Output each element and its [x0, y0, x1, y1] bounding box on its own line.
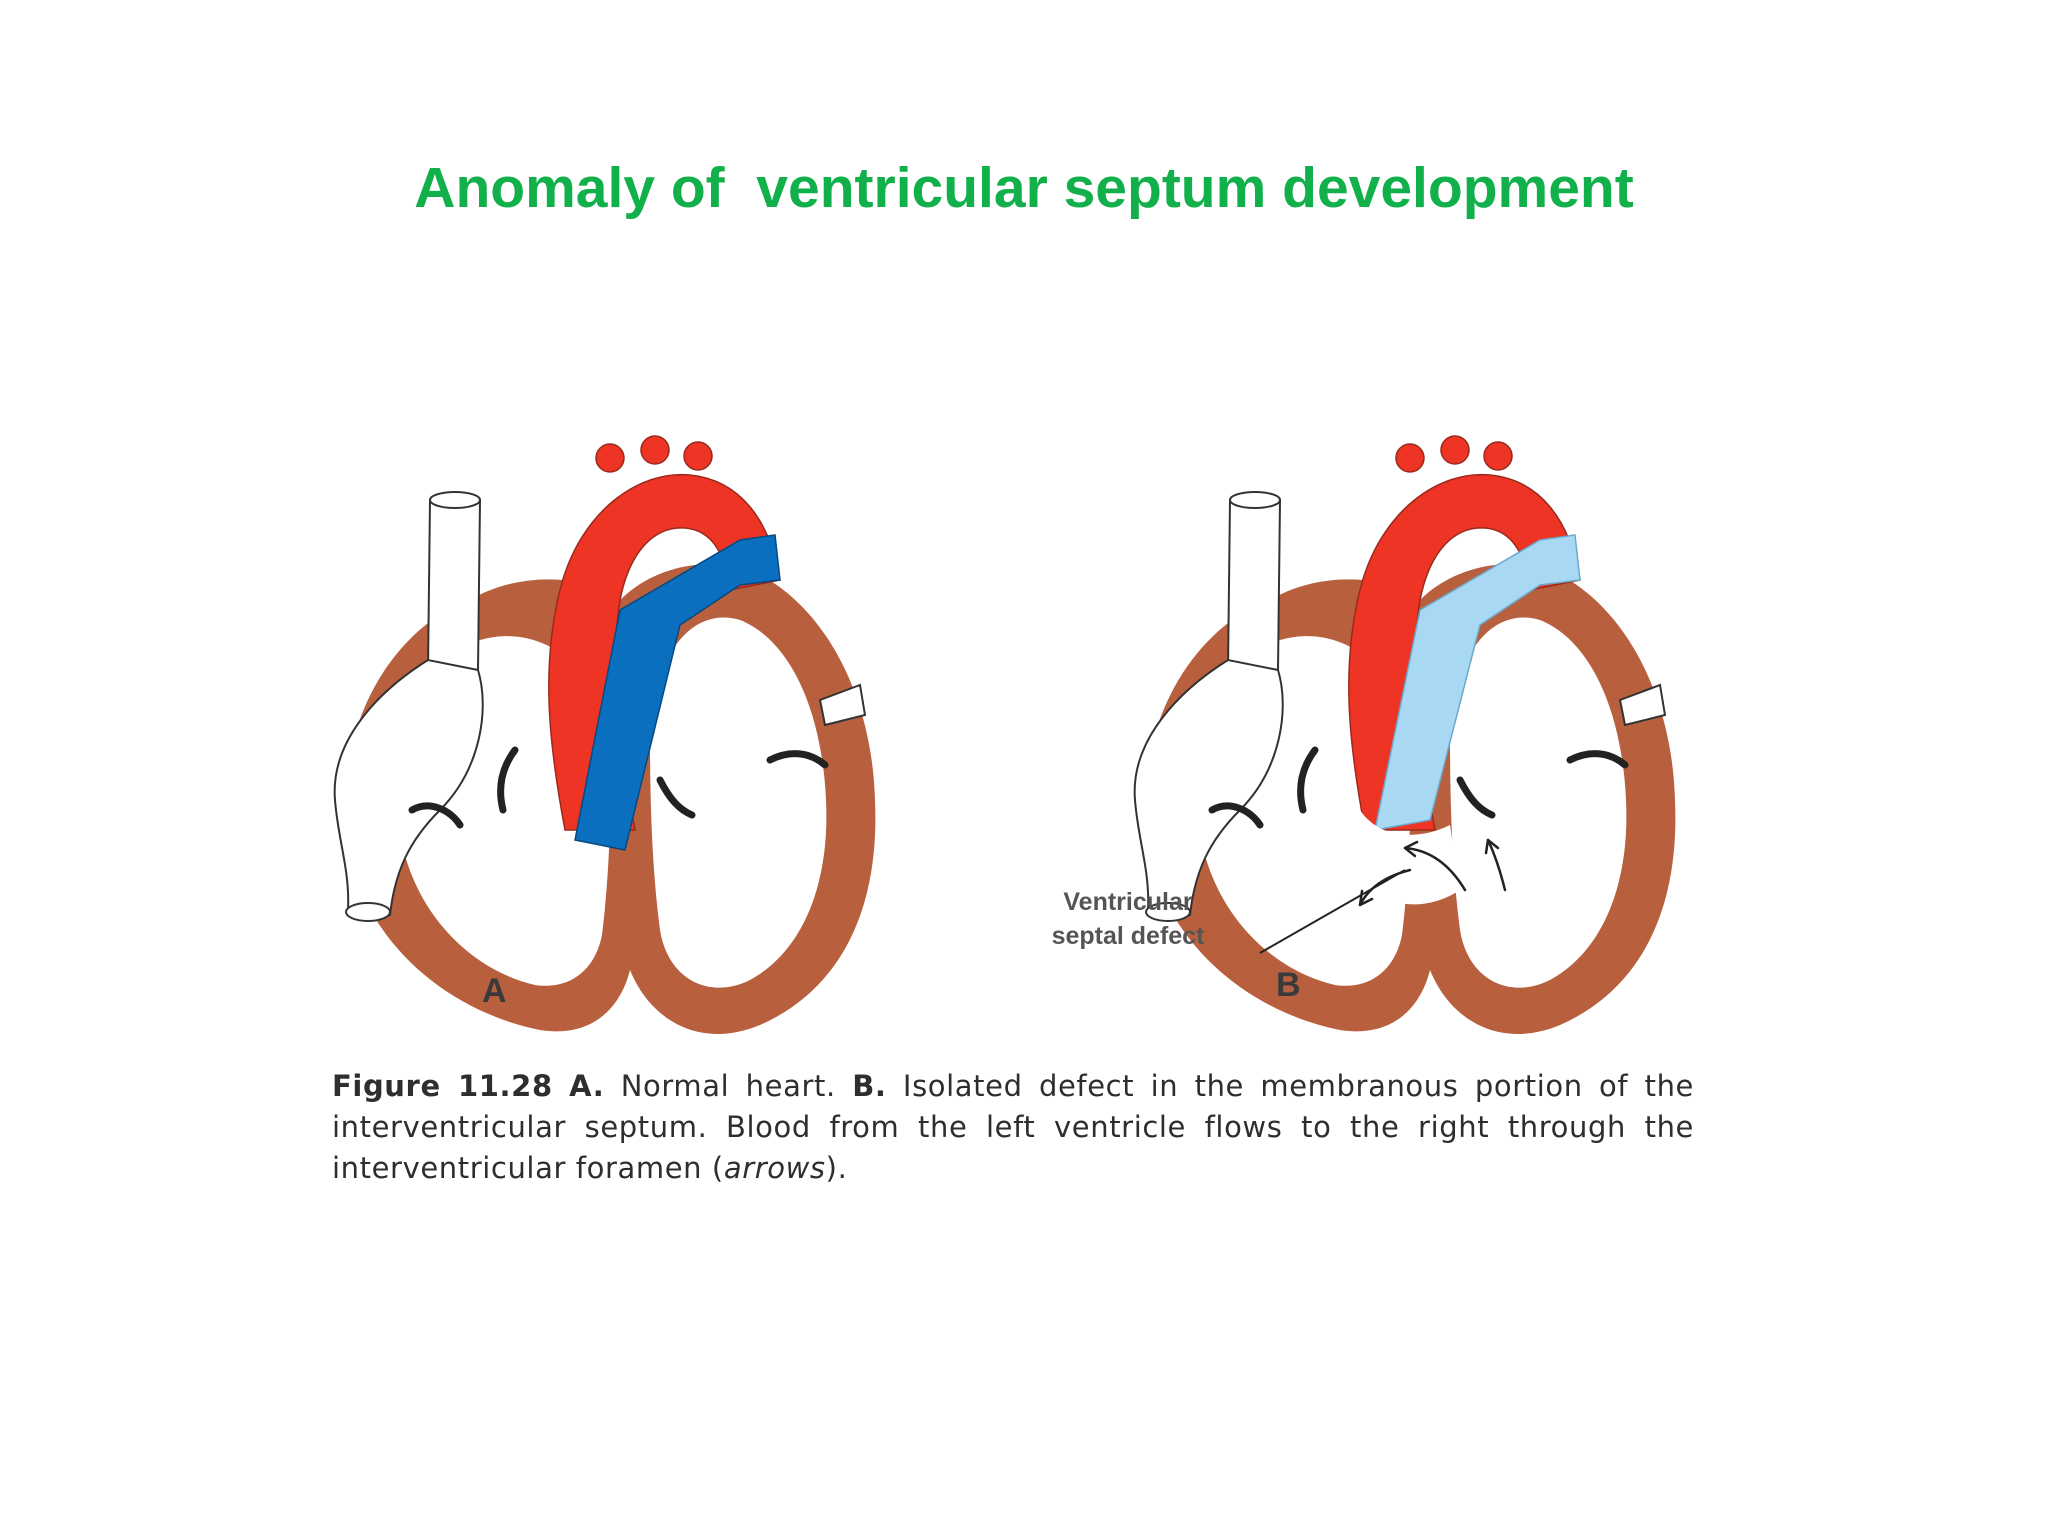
caption-part-b-text: Isolated defect in the membranous portio… — [332, 1069, 1695, 1185]
pulmonary-trunk-b — [1374, 534, 1581, 831]
caption-part-a-text: Normal heart. — [620, 1069, 836, 1103]
figure-caption: Figure 11.28 A. Normal heart. B. Isolate… — [332, 1066, 1694, 1189]
ivc-opening-a — [345, 902, 391, 922]
caption-part-b-tag: B. — [852, 1069, 887, 1103]
caption-part-a-tag: A. — [569, 1069, 605, 1103]
panel-b-label: B — [1276, 966, 1301, 1004]
heart-diagram — [333, 435, 1676, 1034]
caption-figure-number: Figure 11.28 — [332, 1069, 553, 1103]
panel-a-label: A — [482, 972, 507, 1010]
pulmonary-vein-b — [1618, 683, 1667, 727]
svc-opening-b — [1229, 491, 1281, 509]
ivc-opening-b — [1145, 902, 1191, 922]
vsd-label: Ventricular septal defect — [1028, 885, 1228, 953]
heart-figure: A B Ventricular septal defect — [320, 360, 1720, 1220]
slide-title: Anomaly of ventricular septum developmen… — [414, 156, 1634, 220]
pulmonary-vein-a — [818, 683, 867, 727]
caption-end-text: ). — [825, 1151, 848, 1185]
superior-vena-cava-b — [1226, 499, 1282, 671]
vsd-label-line2: septal defect — [1051, 922, 1205, 950]
vsd-label-line1: Ventricular — [1063, 888, 1193, 916]
pulmonary-trunk-a — [574, 534, 781, 851]
caption-arrows-word: arrows — [723, 1151, 826, 1185]
svc-opening-a — [429, 491, 481, 509]
superior-vena-cava-a — [426, 499, 482, 671]
vsd-leader-line — [1259, 869, 1406, 954]
flow-arrows — [1358, 838, 1507, 907]
